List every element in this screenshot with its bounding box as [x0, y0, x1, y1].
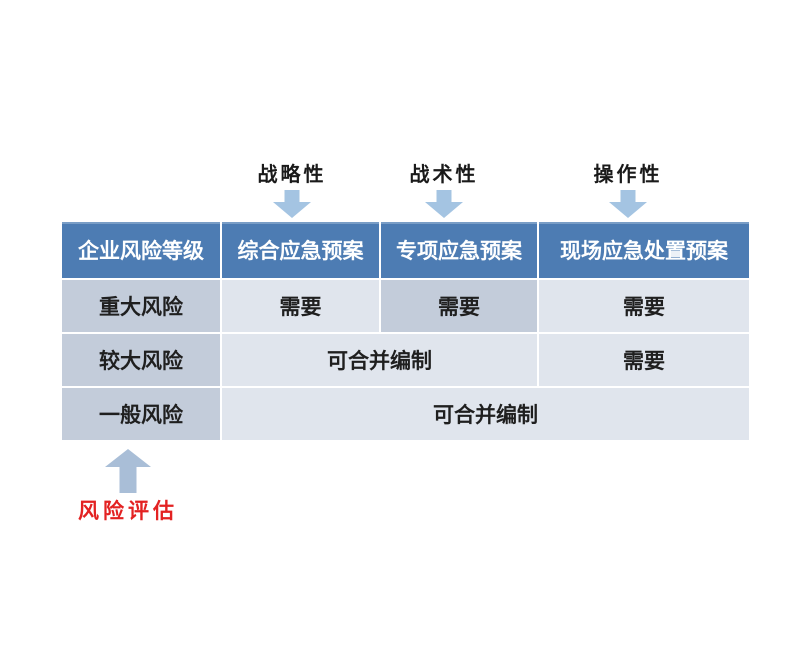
cell-merged-compilable: 可合并编制: [222, 334, 537, 386]
header-onsite-plan: 现场应急处置预案: [539, 222, 749, 278]
table-row: 重大风险 需要 需要 需要: [62, 280, 749, 332]
label-operational: 操作性: [593, 164, 663, 186]
risk-plan-table: 企业风险等级 综合应急预案 专项应急预案 现场应急处置预案 重大风险 需要 需要…: [60, 220, 751, 442]
cell-needed: 需要: [539, 334, 749, 386]
row-larger-risk-level: 较大风险: [62, 334, 220, 386]
cell-needed: 需要: [381, 280, 537, 332]
risk-assessment-label: 风险评估: [78, 499, 178, 523]
label-tactical: 战术性: [409, 164, 479, 186]
header-comprehensive-plan: 综合应急预案: [222, 222, 379, 278]
table-header-row: 企业风险等级 综合应急预案 专项应急预案 现场应急处置预案: [62, 222, 749, 278]
row-general-risk-level: 一般风险: [62, 388, 220, 440]
table-row: 较大风险 可合并编制 需要: [62, 334, 749, 386]
down-arrow-icon: [609, 190, 647, 223]
up-arrow-icon: [105, 449, 151, 498]
table-row: 一般风险 可合并编制: [62, 388, 749, 440]
label-strategic: 战略性: [257, 164, 327, 186]
header-special-plan: 专项应急预案: [381, 222, 537, 278]
header-risk-level: 企业风险等级: [62, 222, 220, 278]
cell-merged-compilable: 可合并编制: [222, 388, 749, 440]
row-major-risk-level: 重大风险: [62, 280, 220, 332]
cell-needed: 需要: [222, 280, 379, 332]
down-arrow-icon: [425, 190, 463, 223]
down-arrow-icon: [273, 190, 311, 223]
cell-needed: 需要: [539, 280, 749, 332]
